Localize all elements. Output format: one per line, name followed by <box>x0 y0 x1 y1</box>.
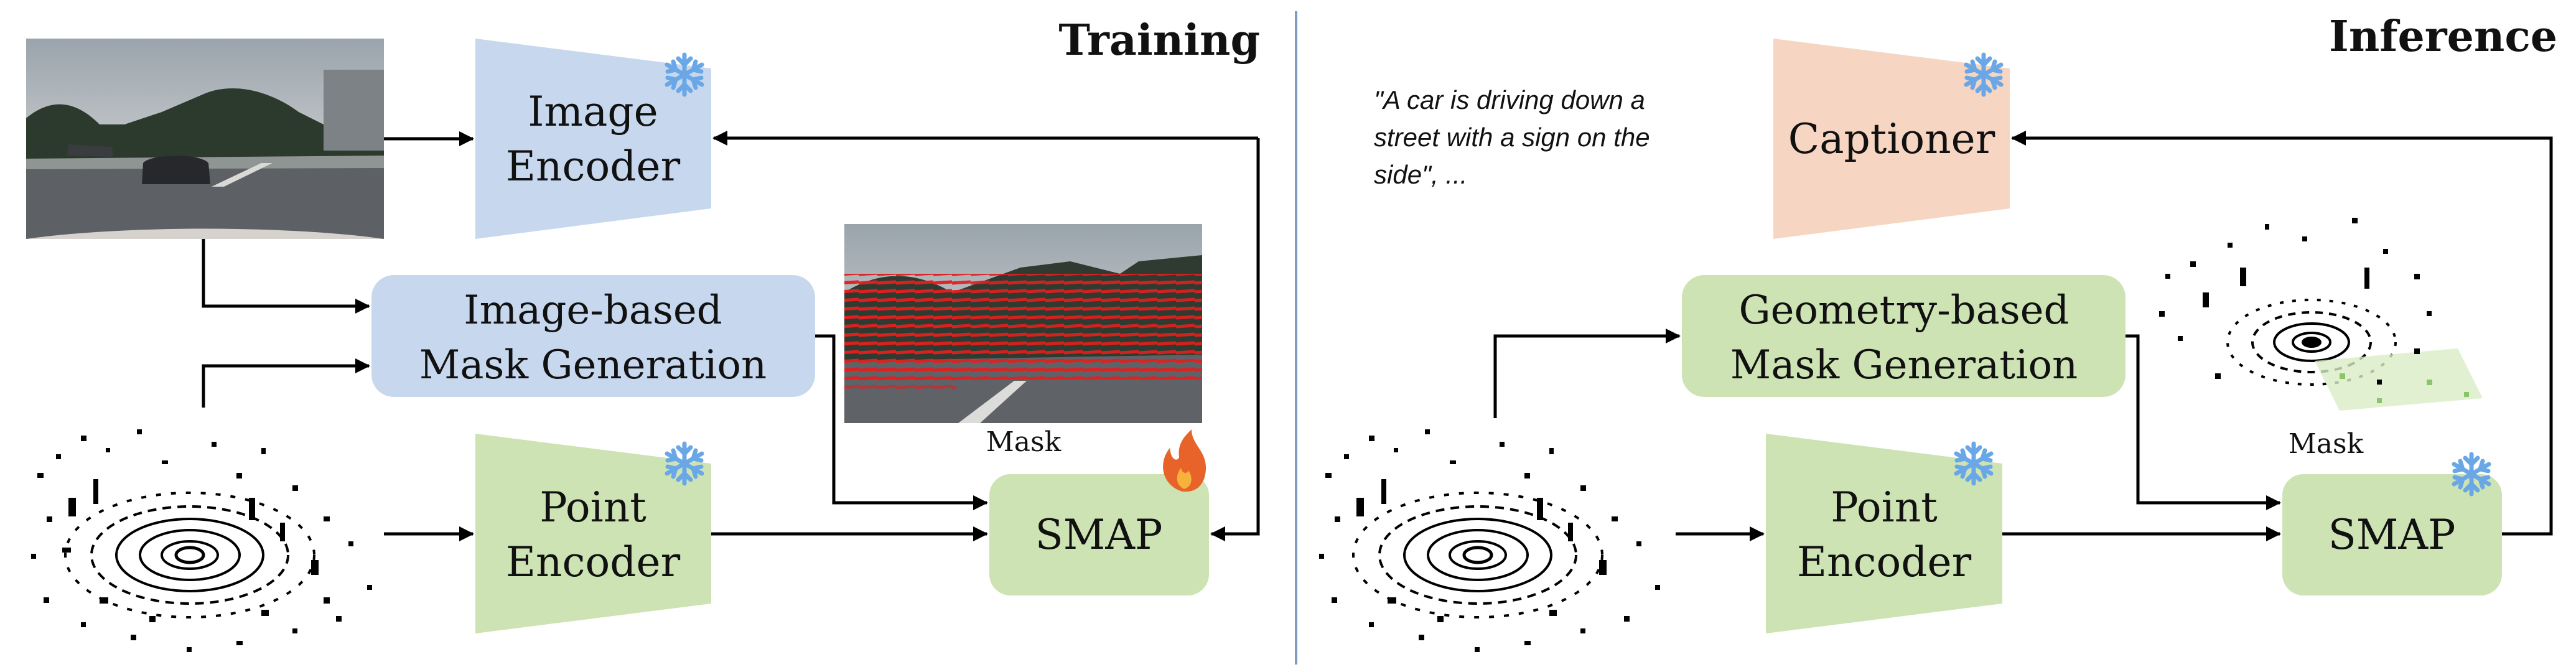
training-point-encoder-block: Point Encoder <box>475 434 711 633</box>
image-mask-generation-line1: Image-based <box>464 287 722 334</box>
inference-point-encoder-block: Point Encoder <box>1766 434 2002 633</box>
image-mask-generation-line2: Mask Generation <box>419 342 767 388</box>
geometry-mask-generation-block: Geometry-based Mask Generation <box>1682 275 2126 397</box>
inference-mask-label: Mask <box>2289 428 2364 460</box>
captioner-block: Captioner <box>1773 39 2010 239</box>
training-point-encoder-line2: Encoder <box>506 538 681 586</box>
training-point-encoder-line1: Point <box>539 483 646 531</box>
image-mask-generation-block: Image-based Mask Generation <box>371 275 815 397</box>
flame-icon <box>1163 429 1206 492</box>
geometry-mask-generation-line2: Mask Generation <box>1730 342 2078 388</box>
inference-mask-point-cloud <box>2159 218 2483 411</box>
training-mask-image <box>844 224 1202 423</box>
geometry-mask-generation-line1: Geometry-based <box>1739 287 2070 334</box>
image-encoder-label-line1: Image <box>528 88 658 136</box>
image-encoder-label-line2: Encoder <box>506 142 681 190</box>
captioner-label: Captioner <box>1788 115 1995 163</box>
inference-smap-block: SMAP <box>2282 454 2502 595</box>
training-smap-block: SMAP <box>989 429 1209 595</box>
example-caption: "A car is driving down a street with a s… <box>1374 85 1650 189</box>
caption-line3: side", ... <box>1374 160 1467 189</box>
training-arrows <box>202 131 1260 541</box>
training-smap-label: SMAP <box>1035 511 1163 559</box>
training-mask-label: Mask <box>986 426 1062 458</box>
image-encoder-block: Image Encoder <box>475 39 711 239</box>
training-title: Training <box>1058 16 1260 65</box>
inference-title: Inference <box>2329 12 2557 62</box>
inference-arrows <box>1493 131 2553 541</box>
inference-point-cloud <box>1319 429 1660 652</box>
training-point-cloud <box>31 429 372 652</box>
camera-image <box>26 39 384 239</box>
caption-line2: street with a sign on the <box>1374 123 1650 152</box>
inference-point-encoder-line2: Encoder <box>1797 538 1972 586</box>
inference-point-encoder-line1: Point <box>1831 483 1938 531</box>
caption-line1: "A car is driving down a <box>1374 85 1645 114</box>
inference-smap-label: SMAP <box>2328 511 2456 559</box>
